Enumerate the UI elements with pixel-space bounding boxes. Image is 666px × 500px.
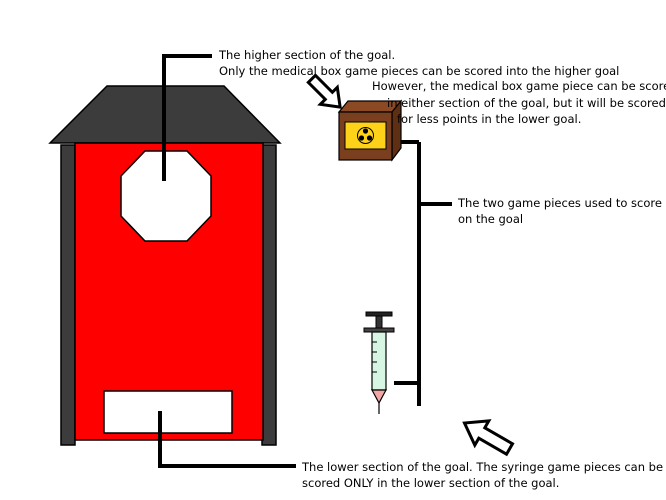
game-pieces-bracket [394, 140, 452, 406]
outline-arrow-icon [462, 419, 515, 457]
game-pieces-note-line-1: The two game pieces used to score [458, 196, 662, 210]
medical-box-note-line-2: in either section of the goal, but it wi… [387, 96, 666, 110]
outline-arrow-icon [306, 73, 342, 109]
biohazard-crate-icon [337, 99, 403, 162]
lower-section-note-line-2: scored ONLY in the lower section of the … [302, 476, 560, 490]
goal [48, 85, 282, 446]
medical-box-note-line-1: However, the medical box game piece can … [372, 79, 666, 93]
lower-section-note-line-1: The lower section of the goal. The syrin… [302, 460, 664, 474]
lower-goal-opening [103, 390, 233, 434]
higher-section-callout-line [162, 54, 212, 181]
syringe-icon [363, 311, 395, 414]
higher-goal-opening [120, 150, 212, 242]
higher-section-rule-note: Only the medical box game pieces can be … [219, 64, 620, 78]
game-pieces-note-line-2: on the goal [458, 212, 524, 226]
lower-section-callout-line [158, 411, 296, 468]
higher-section-title-note: The higher section of the goal. [219, 48, 396, 62]
goal-right-post [261, 144, 277, 446]
medical-box-note-line-3: for less points in the lower goal. [397, 112, 582, 126]
goal-left-post [60, 144, 76, 446]
